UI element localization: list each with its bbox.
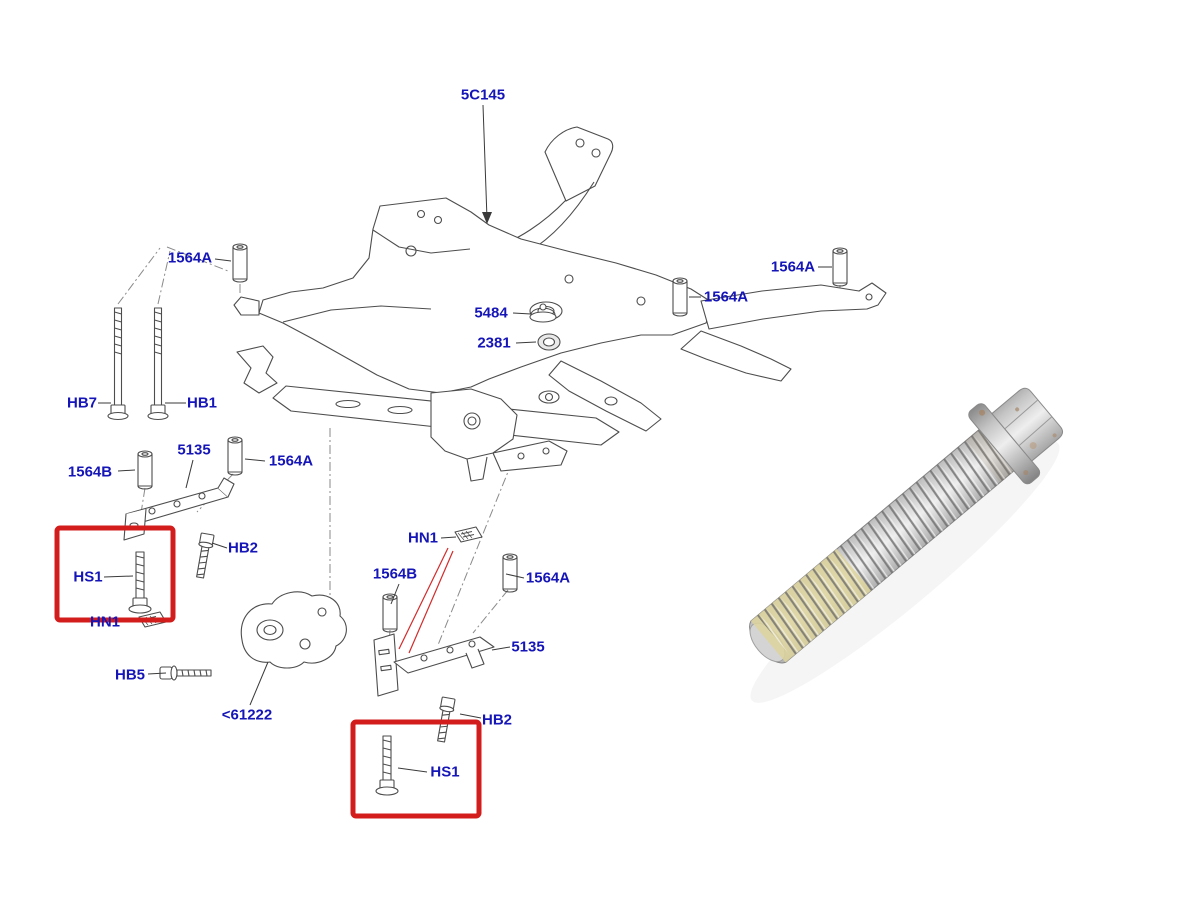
part-label-hn1-2[interactable]: HN1 — [407, 529, 439, 547]
bolt-hs1-2-drawing — [375, 735, 399, 796]
bolt-hb7-drawing — [107, 307, 129, 421]
part-label-2381[interactable]: 2381 — [477, 334, 511, 352]
part-label-1564b-2[interactable]: 1564B — [372, 565, 418, 583]
hs1-highlight-box-2 — [350, 719, 482, 819]
red-pointer-lines — [398, 547, 454, 654]
part-label-61222[interactable]: <61222 — [221, 706, 273, 724]
bolt-photo-shadow — [750, 441, 1060, 703]
bracket-5135-2-drawing — [373, 633, 495, 697]
bolt-hb5-drawing — [159, 665, 212, 681]
part-label-1564a-2[interactable]: 1564A — [770, 258, 816, 276]
flange-bolt-photo — [749, 387, 1064, 664]
bolt-hb2-2-drawing — [437, 696, 456, 743]
part-label-hs1-2[interactable]: HS1 — [430, 763, 460, 781]
part-label-hb1[interactable]: HB1 — [186, 394, 218, 412]
bolt-hb1-drawing — [147, 307, 169, 421]
part-label-1564a-5[interactable]: 1564A — [525, 569, 571, 587]
part-label-hb2-2[interactable]: HB2 — [481, 711, 513, 729]
hs1-highlight-box-1 — [54, 525, 176, 623]
spacer-1564a-2 — [832, 247, 848, 287]
spacer-1564b-1 — [137, 450, 153, 490]
bolt-hs1-1-drawing — [128, 551, 152, 614]
part-label-1564a-4[interactable]: 1564A — [268, 452, 314, 470]
subframe-line-art — [233, 126, 887, 482]
part-label-5484[interactable]: 5484 — [474, 304, 508, 322]
part-label-hs1-1[interactable]: HS1 — [73, 568, 103, 586]
part-label-hn1-1[interactable]: HN1 — [89, 613, 121, 631]
spacer-1564a-3 — [672, 277, 688, 317]
bolt-hb2-1-drawing — [196, 532, 215, 579]
spacer-1564b-2 — [382, 593, 398, 633]
casting-61222-drawing — [240, 591, 347, 669]
part-label-5135-2[interactable]: 5135 — [511, 638, 545, 656]
spacer-1564a-1 — [232, 243, 248, 283]
spacer-1564a-4 — [227, 436, 243, 476]
part-label-1564a-3[interactable]: 1564A — [703, 288, 749, 306]
spacer-1564a-5 — [502, 553, 518, 593]
part-label-5c145[interactable]: 5C145 — [460, 86, 506, 104]
part-label-hb2-1[interactable]: HB2 — [227, 539, 259, 557]
small-parts — [107, 243, 848, 796]
leader-lines — [98, 104, 832, 773]
part-label-1564a-1[interactable]: 1564A — [167, 249, 213, 267]
part-label-hb7[interactable]: HB7 — [66, 394, 98, 412]
part-label-5135-1[interactable]: 5135 — [177, 441, 211, 459]
part-label-hb5[interactable]: HB5 — [114, 666, 146, 684]
clipnut-hn1-2-drawing — [454, 526, 483, 543]
bracket-5135-1-drawing — [123, 477, 235, 541]
part-label-1564b-1[interactable]: 1564B — [67, 463, 113, 481]
